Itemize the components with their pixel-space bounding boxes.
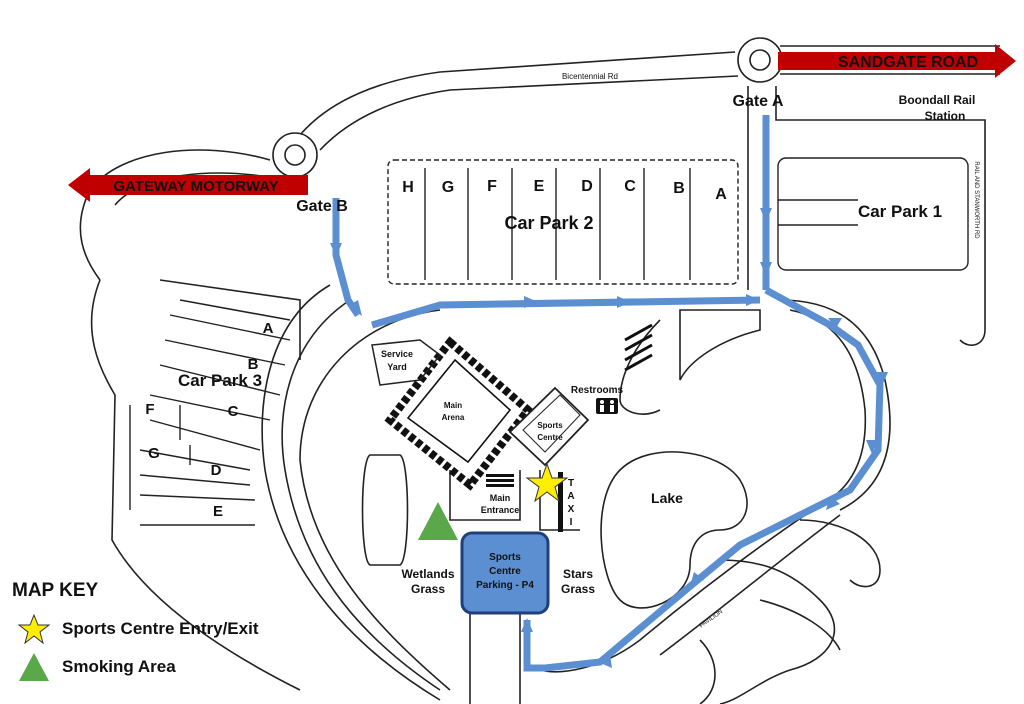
car-park-2-row: C	[624, 178, 636, 195]
road-label-rail-stanworth: RAIL AND STANWORTH RD	[973, 161, 979, 239]
taxi-label: T A X I	[567, 478, 574, 528]
stars-grass-label-line1: Stars	[563, 567, 593, 581]
map-key-title: MAP KEY	[12, 580, 99, 601]
taxi-letter: I	[570, 517, 573, 528]
pavilion-label: PAVILION	[699, 609, 724, 629]
parking-p4-label-line3: Parking - P4	[476, 580, 534, 591]
wetlands-grass-label-line2: Grass	[411, 582, 445, 596]
car-park-3-row: F	[145, 401, 154, 418]
main-entrance-label-line2: Entrance	[481, 505, 520, 515]
road-label-bicentennial: Bicentennial Rd	[562, 72, 618, 81]
roundabouts	[272, 37, 783, 178]
car-park-2-label: Car Park 2	[504, 213, 593, 233]
parking-p4-label-line1: Sports	[489, 552, 521, 563]
sandgate-road-arrow	[778, 44, 1016, 78]
car-park-3-row: E	[213, 503, 223, 520]
stars-grass-label-line2: Grass	[561, 582, 595, 596]
car-park-3-lots	[129, 314, 291, 526]
car-park-3-row-labels: A B C D E F G	[145, 320, 273, 520]
taxi-letter: X	[568, 504, 575, 515]
road-network	[79, 45, 1000, 704]
car-park-2-row: D	[581, 178, 593, 195]
car-park-2-row: F	[487, 178, 497, 195]
driving-route	[332, 115, 884, 672]
car-park-2-row-labels: H G F E D C B A	[402, 178, 727, 203]
gate-b-label: Gate B	[296, 198, 348, 215]
sports-centre-building	[508, 386, 590, 467]
map-key-item-entry: Sports Centre Entry/Exit	[18, 614, 259, 644]
service-yard-label-line1: Service	[381, 349, 413, 359]
route-arrowheads	[330, 208, 888, 668]
restrooms-label: Restrooms	[571, 385, 624, 396]
car-park-3-row: C	[228, 403, 239, 420]
map-key-label: Smoking Area	[62, 657, 176, 676]
taxi-rank-bar	[558, 472, 563, 532]
road-label-gateway: GATEWAY MOTORWAY	[113, 178, 278, 195]
main-arena-label-line1: Main	[444, 401, 462, 410]
triangle-icon	[19, 653, 49, 681]
gateway-motorway-arrow	[68, 168, 308, 202]
road-label-sandgate: SANDGATE ROAD	[838, 54, 978, 71]
car-park-2-row: A	[715, 186, 727, 203]
car-park-1-label: Car Park 1	[858, 202, 942, 221]
map-key-label: Sports Centre Entry/Exit	[62, 619, 259, 638]
car-park-1-lots	[777, 157, 969, 271]
taxi-letter: T	[568, 478, 574, 489]
gate-a-label: Gate A	[733, 93, 784, 110]
lake-label: Lake	[651, 490, 683, 506]
entrance-stairs-icon	[486, 474, 514, 487]
car-park-3-row: G	[148, 445, 160, 462]
parking-p4-label-line2: Centre	[489, 566, 521, 577]
service-yard-building	[371, 339, 442, 386]
car-park-2-row: B	[673, 180, 685, 197]
sports-centre-entry-star	[525, 462, 569, 503]
main-arena-building	[384, 336, 534, 491]
taxi-letter: A	[567, 491, 574, 502]
car-park-2-lots	[387, 159, 739, 285]
sports-centre-label-line1: Sports	[537, 421, 563, 430]
parking-p4-box[interactable]	[460, 531, 550, 615]
station-label-line1: Boondall Rail	[899, 93, 976, 107]
star-icon	[18, 614, 50, 644]
wetlands-grass-label-line1: Wetlands	[401, 567, 454, 581]
map-key-item-smoking: Smoking Area	[18, 652, 176, 682]
main-arena-label-line2: Arena	[442, 413, 465, 422]
car-park-3-row: A	[263, 320, 274, 337]
main-entrance-label-line1: Main	[490, 493, 511, 503]
station-label-line2: Station	[925, 109, 966, 123]
car-park-3-label: Car Park 3	[178, 371, 262, 390]
car-park-2-row: H	[402, 179, 414, 196]
car-park-2-row: E	[534, 178, 545, 195]
service-yard-label-line2: Yard	[387, 362, 407, 372]
car-park-2-row: G	[442, 179, 454, 196]
restroom-icon	[596, 398, 618, 414]
car-park-3-row: D	[211, 462, 222, 479]
sports-centre-label-line2: Centre	[537, 433, 563, 442]
ramp-hatching	[624, 323, 653, 372]
car-park-3-row: B	[248, 356, 259, 373]
smoking-area-marker	[418, 502, 458, 540]
